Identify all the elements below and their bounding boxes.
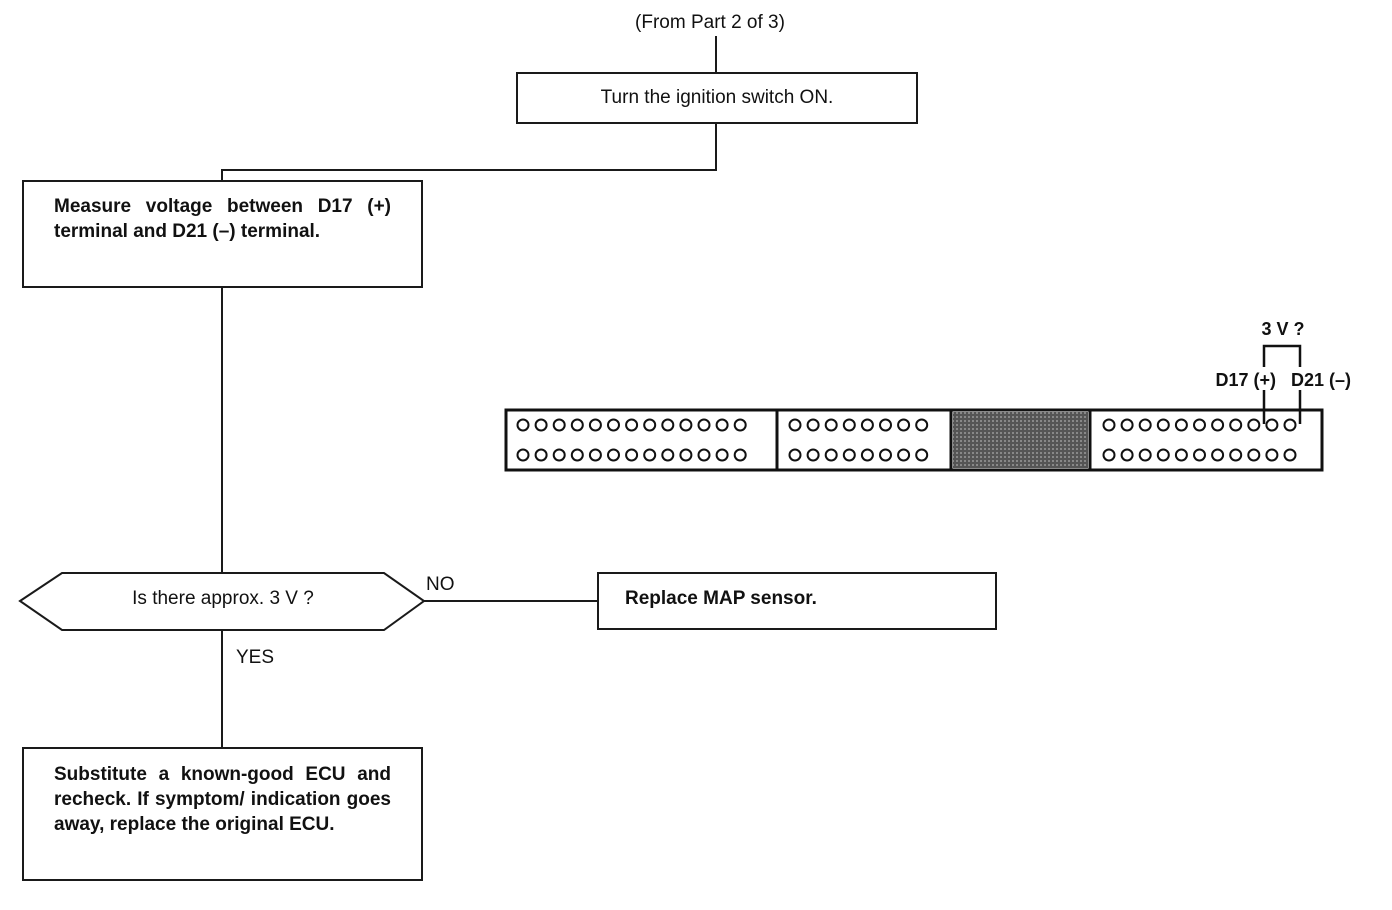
connector-pin bbox=[824, 448, 838, 462]
connector-pin bbox=[534, 418, 548, 432]
connector-pin bbox=[516, 448, 530, 462]
connector-pin bbox=[625, 448, 639, 462]
connector-pin bbox=[860, 448, 874, 462]
connector-line bbox=[221, 124, 717, 180]
connector-pin bbox=[552, 448, 566, 462]
connector-pins bbox=[516, 418, 1297, 462]
connector-pin bbox=[570, 418, 584, 432]
measurement-label: 3 V ? bbox=[1261, 319, 1304, 339]
action-substitute-ecu-text: Substitute a known-good ECU and recheck.… bbox=[54, 764, 391, 835]
connector-pin bbox=[715, 448, 729, 462]
connector-pin bbox=[679, 418, 693, 432]
decision-shape bbox=[18, 572, 426, 631]
connector-pin bbox=[897, 418, 911, 432]
connector-pin bbox=[588, 448, 602, 462]
connector-pin bbox=[697, 418, 711, 432]
connector-pin bbox=[697, 448, 711, 462]
connector-pin bbox=[1174, 448, 1188, 462]
connector-pin bbox=[534, 448, 548, 462]
no-label: NO bbox=[426, 574, 455, 595]
connector-pin bbox=[842, 448, 856, 462]
connector-blank-section bbox=[953, 412, 1088, 468]
connector-housing bbox=[504, 408, 1324, 472]
connector-pin bbox=[1120, 418, 1134, 432]
connector-pin bbox=[1193, 448, 1206, 462]
connector-pin bbox=[625, 418, 639, 432]
connector-pin bbox=[1283, 418, 1297, 432]
connector-pin bbox=[1211, 448, 1225, 462]
connector-pin bbox=[915, 448, 929, 462]
connector-pin bbox=[643, 418, 657, 432]
connector-pin bbox=[1265, 418, 1279, 432]
connector-pin bbox=[1174, 418, 1188, 432]
connector-pin bbox=[607, 418, 620, 432]
action-substitute-ecu: Substitute a known-good ECU and recheck.… bbox=[22, 747, 423, 881]
connector-pin bbox=[661, 418, 675, 432]
connector-pin bbox=[1120, 448, 1134, 462]
connector-pin bbox=[806, 448, 820, 462]
connector-pin bbox=[733, 418, 747, 432]
decision-text: Is there approx. 3 V ? bbox=[132, 588, 314, 609]
connector-pin bbox=[1138, 448, 1152, 462]
connector-pin bbox=[897, 448, 911, 462]
entry-reference: (From Part 2 of 3) bbox=[635, 12, 785, 33]
connector-pin bbox=[915, 418, 929, 432]
connector-pin bbox=[788, 418, 802, 432]
pin-d21-label: D21 (–) bbox=[1291, 370, 1351, 390]
connector-pin bbox=[1247, 448, 1261, 462]
connector-pin bbox=[570, 448, 584, 462]
connector-pin bbox=[1229, 448, 1243, 462]
connector-pin bbox=[1156, 418, 1170, 432]
connector-pin bbox=[860, 418, 874, 432]
connector-pin bbox=[1102, 418, 1116, 432]
pin-d17-label: D17 (+) bbox=[1215, 370, 1276, 390]
action-replace-map-sensor-text: Replace MAP sensor. bbox=[625, 588, 817, 609]
connector-pin bbox=[1138, 418, 1152, 432]
action-replace-map-sensor: Replace MAP sensor. bbox=[597, 572, 997, 630]
connector-pin bbox=[788, 448, 802, 462]
step-ignition-on-text: Turn the ignition switch ON. bbox=[600, 87, 834, 108]
connector-pin bbox=[607, 448, 620, 462]
connector-pin bbox=[1283, 448, 1297, 462]
connector-pin bbox=[588, 418, 602, 432]
connector-pin bbox=[824, 418, 838, 432]
connector-pin bbox=[842, 418, 856, 432]
measurement-bracket bbox=[1262, 344, 1302, 367]
connector-pin bbox=[1193, 418, 1206, 432]
connector-pin bbox=[1229, 418, 1243, 432]
connector-pin bbox=[643, 448, 657, 462]
connector-pin bbox=[733, 448, 747, 462]
connector-pin bbox=[715, 418, 729, 432]
step-ignition-on: Turn the ignition switch ON. bbox=[516, 72, 918, 124]
connector-pin bbox=[879, 418, 892, 432]
connector-pin bbox=[679, 448, 693, 462]
connector-pin bbox=[516, 418, 530, 432]
connector-pin bbox=[879, 448, 892, 462]
connector-pin bbox=[1265, 448, 1279, 462]
connector-pin bbox=[1211, 418, 1225, 432]
connector-pin bbox=[1102, 448, 1116, 462]
connector-pin bbox=[806, 418, 820, 432]
connector-pin bbox=[552, 418, 566, 432]
step-measure-voltage-text: Measure voltage between D17 (+) terminal… bbox=[54, 196, 391, 242]
connector-pin bbox=[661, 448, 675, 462]
step-measure-voltage: Measure voltage between D17 (+) terminal… bbox=[22, 180, 423, 288]
connector-pin bbox=[1247, 418, 1261, 432]
yes-label: YES bbox=[236, 647, 275, 668]
connector-pin bbox=[1156, 448, 1170, 462]
